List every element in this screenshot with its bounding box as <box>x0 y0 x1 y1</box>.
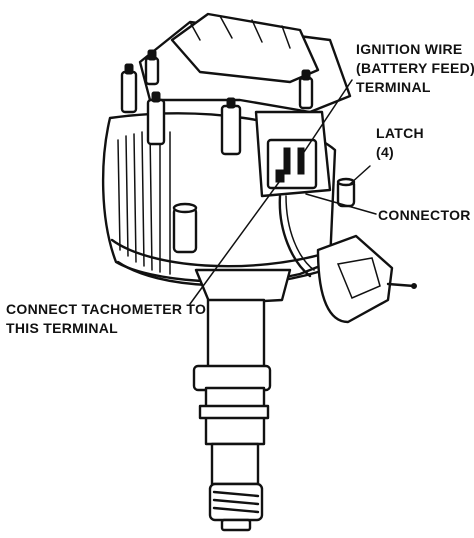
cap-top-lid <box>170 12 320 84</box>
shaft-collar <box>192 364 272 392</box>
ignition-wire-label-line1: IGNITION WIRE <box>356 41 463 57</box>
spark-plug-towers <box>120 49 314 254</box>
housing-neck <box>194 268 292 306</box>
leader-ignition <box>303 79 353 153</box>
shaft-lower <box>210 442 260 486</box>
tower-2 <box>146 91 166 146</box>
cap-top-shading <box>189 15 291 49</box>
leader-latch <box>349 165 371 185</box>
vacuum-advance-body <box>316 234 394 324</box>
tower-3 <box>220 97 242 156</box>
vacuum-nipple <box>386 282 416 288</box>
latch-label-line1: LATCH <box>376 125 424 141</box>
cap-shading <box>117 129 171 275</box>
terminal-connector-block <box>266 138 318 190</box>
tachometer-label: CONNECT TACHOMETER TO THIS TERMINAL <box>6 300 206 338</box>
tachometer-label-line1: CONNECT TACHOMETER TO <box>6 301 207 317</box>
connector-wire <box>278 194 312 278</box>
tower-4 <box>144 49 160 86</box>
latch-label: LATCH (4) <box>376 124 424 162</box>
tower-1 <box>120 63 138 114</box>
ignition-wire-label-line2: (BATTERY FEED) <box>356 60 474 76</box>
leader-connector <box>305 193 377 215</box>
latch-label-line2: (4) <box>376 144 395 160</box>
tower-5 <box>298 69 314 110</box>
leader-lines <box>189 79 377 305</box>
cap-rim <box>110 238 332 268</box>
connector-wire-2 <box>285 195 315 271</box>
terminal-slots <box>275 147 305 183</box>
leader-tachometer <box>189 177 283 305</box>
ignition-wire-label-line3: TERMINAL <box>356 79 431 95</box>
shaft-upper <box>206 298 266 372</box>
ignition-wire-label: IGNITION WIRE (BATTERY FEED) TERMINAL <box>356 40 474 97</box>
shaft-band <box>198 404 270 420</box>
connector-label: CONNECTOR <box>378 207 471 223</box>
tachometer-label-line2: THIS TERMINAL <box>6 320 119 336</box>
tower-6 <box>172 202 198 254</box>
drive-gear <box>208 482 264 532</box>
